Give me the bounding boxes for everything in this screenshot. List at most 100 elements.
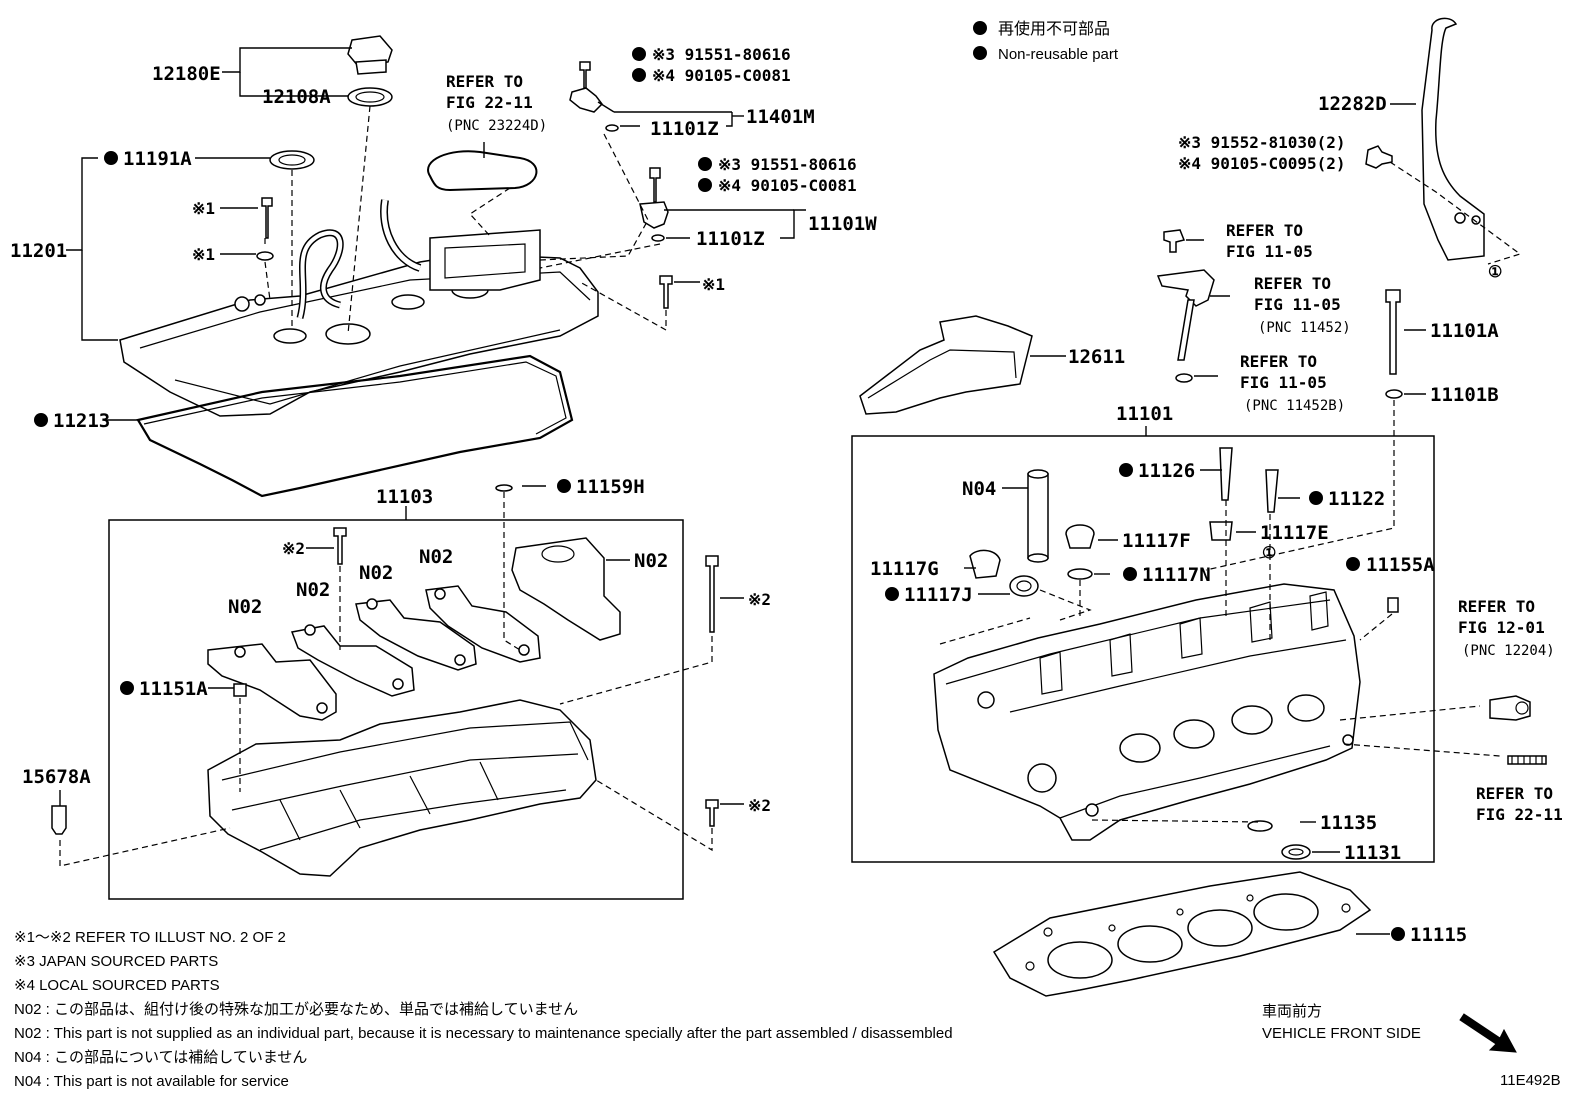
ref3-line1: REFER TO — [1254, 274, 1331, 293]
label-11155A: 11155A — [1366, 554, 1435, 576]
note-5: N02 : This part is not supplied as an in… — [14, 1025, 953, 1042]
label-15678A: 15678A — [22, 766, 91, 788]
note-2: ※3 JAPAN SOURCED PARTS — [14, 953, 218, 970]
label-11101W: 11101W — [808, 213, 877, 235]
bolt-shape — [261, 197, 273, 239]
bolt-jp-1: ※3 91551-80616 — [652, 45, 791, 64]
label-11101Z-b: 11101Z — [696, 228, 765, 250]
footnotes: ※1～※2 REFER TO ILLUST NO. 2 OF 2 ※3 JAPA… — [14, 929, 953, 1090]
label-11191A: 11191A — [123, 148, 192, 170]
ref5-line2: FIG 12-01 — [1458, 618, 1545, 637]
ref4-line2: FIG 11-05 — [1240, 373, 1327, 392]
ref1-line1: REFER TO — [446, 72, 523, 91]
non-reusable-bullet-icon — [1346, 557, 1360, 571]
label-11201: 11201 — [10, 240, 67, 262]
cylinder-head-group — [933, 426, 1501, 860]
camshaft-housing-group — [51, 484, 719, 877]
label-11101B: 11101B — [1430, 384, 1499, 406]
legend-bullet-icon — [973, 21, 987, 35]
ref5-line3: (PNC 12204) — [1462, 643, 1555, 659]
oil-filler-cap-shape — [347, 35, 393, 67]
non-reusable-bullet-icon — [632, 47, 646, 61]
note-6: N04 : この部品については補給していません — [14, 1049, 307, 1066]
head-cover-group — [119, 35, 673, 498]
front-arrow-icon — [1459, 1013, 1517, 1053]
non-reusable-bullet-icon — [1119, 463, 1133, 477]
insulator-shape — [859, 315, 1033, 415]
non-reusable-bullet-icon — [1123, 567, 1137, 581]
label-11101Z-a: 11101Z — [650, 118, 719, 140]
label-11117J: 11117J — [904, 584, 973, 606]
mark-1-c: ※1 — [702, 275, 725, 294]
bolt-local-1: ※4 90105-C0081 — [652, 66, 791, 85]
refer-blocks: REFER TO FIG 22-11 (PNC 23224D) REFER TO… — [446, 72, 1563, 824]
mark-2-b: ※2 — [748, 590, 771, 609]
label-11122: 11122 — [1328, 488, 1385, 510]
mark-1-a: ※1 — [192, 199, 215, 218]
non-reusable-bullet-icon — [34, 413, 48, 427]
non-reusable-bullet-icon — [698, 178, 712, 192]
label-11117N: 11117N — [1142, 564, 1211, 586]
circle-mark-a: ① — [1488, 262, 1502, 281]
ref2-line1: REFER TO — [1226, 221, 1303, 240]
label-12611: 12611 — [1068, 346, 1125, 368]
label-11131: 11131 — [1344, 842, 1401, 864]
ref2-line2: FIG 11-05 — [1226, 242, 1313, 261]
ref1-line3: (PNC 23224D) — [446, 118, 547, 134]
oil-filler-cap-thread — [355, 59, 387, 75]
legend: 再使用不可部品 Non-reusable part — [973, 20, 1119, 63]
label-11101A: 11101A — [1430, 320, 1499, 342]
label-12180E: 12180E — [152, 63, 221, 85]
label-11151A: 11151A — [139, 678, 208, 700]
circle-mark-b: ① — [1262, 543, 1276, 562]
label-11117F: 11117F — [1122, 530, 1191, 552]
mark-2-a: ※2 — [282, 539, 305, 558]
non-reusable-bullet-icon — [885, 587, 899, 601]
ref5-line1: REFER TO — [1458, 597, 1535, 616]
non-reusable-bullet-icon — [698, 157, 712, 171]
label-11135: 11135 — [1320, 812, 1377, 834]
note-4: N02 : この部品は、組付け後の特殊な加工が必要なため、単品では補給していませ… — [14, 1001, 578, 1018]
leaders-camshaft — [59, 485, 744, 867]
leaders-head-cover — [66, 47, 806, 421]
label-11117G: 11117G — [870, 558, 939, 580]
ref6-line2: FIG 22-11 — [1476, 805, 1563, 824]
legend-jp: 再使用不可部品 — [998, 20, 1110, 38]
mark-2-c: ※2 — [748, 796, 771, 815]
label-11117E: 11117E — [1260, 522, 1329, 544]
note-3: ※4 LOCAL SOURCED PARTS — [14, 977, 220, 994]
filler-gasket-shape — [347, 87, 393, 107]
ref3-line2: FIG 11-05 — [1254, 295, 1341, 314]
label-12108A: 12108A — [262, 86, 331, 108]
label-11103: 11103 — [376, 486, 433, 508]
camshaft-housing-box — [108, 519, 684, 900]
non-reusable-bullet-icon — [104, 151, 118, 165]
label-11115: 11115 — [1410, 924, 1467, 946]
right-ref-parts — [1489, 695, 1547, 765]
ref4-line3: (PNC 11452B) — [1244, 398, 1345, 414]
non-reusable-bullet-icon — [1309, 491, 1323, 505]
label-n02-c: N02 — [359, 562, 393, 584]
head-gasket-group — [992, 871, 1390, 997]
bracket-group — [859, 17, 1522, 571]
label-11101: 11101 — [1116, 403, 1173, 425]
label-11126: 11126 — [1138, 460, 1195, 482]
bolt-jp-3: ※3 91552-81030(2) — [1178, 133, 1346, 152]
label-11401M: 11401M — [746, 106, 815, 128]
bolt-local-3: ※4 90105-C0095(2) — [1178, 154, 1346, 173]
non-reusable-bullet-icon — [632, 68, 646, 82]
legend-bullet-icon — [973, 46, 987, 60]
label-n02-a: N02 — [419, 546, 453, 568]
ref3-line3: (PNC 11452) — [1258, 320, 1351, 336]
note-7: N04 : This part is not available for ser… — [14, 1073, 289, 1090]
front-side-jp: 車両前方 — [1262, 1003, 1322, 1020]
front-side-en: VEHICLE FRONT SIDE — [1262, 1025, 1421, 1042]
label-n02-e: N02 — [228, 596, 262, 618]
label-n02-b: N02 — [634, 550, 668, 572]
label-11159H: 11159H — [576, 476, 645, 498]
non-reusable-bullet-icon — [120, 681, 134, 695]
non-reusable-bullet-icon — [1391, 927, 1405, 941]
note-1: ※1～※2 REFER TO ILLUST NO. 2 OF 2 — [14, 929, 286, 946]
